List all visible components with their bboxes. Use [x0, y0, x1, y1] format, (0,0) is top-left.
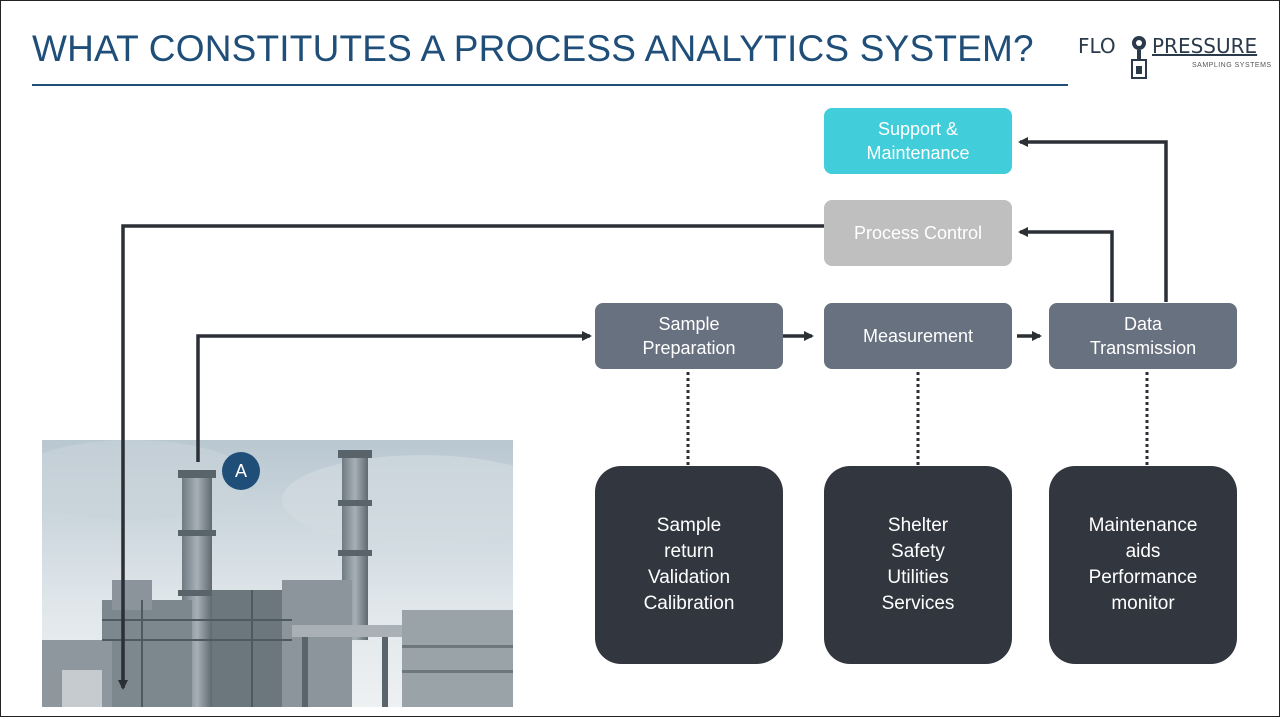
maintenance-details-box: Maintenance aids Performance monitor [1049, 466, 1237, 664]
control-return-arrow [118, 224, 824, 690]
data-transmission-box: Data Transmission [1049, 303, 1237, 369]
title-underline [32, 84, 1068, 86]
gauge-icon [1131, 36, 1147, 79]
point-a-marker: A [222, 452, 260, 490]
measurement-box: Measurement [824, 303, 1012, 369]
logo-subtitle: SAMPLING SYSTEMS [1192, 62, 1272, 69]
shelter-details-box: Shelter Safety Utilities Services [824, 466, 1012, 664]
support-maintenance-box: Support & Maintenance [824, 108, 1012, 174]
transmission-to-support-arrow [1018, 137, 1168, 302]
process-control-box: Process Control [824, 200, 1012, 266]
refinery-photo [42, 440, 513, 707]
transmission-to-control-arrow [1018, 227, 1114, 302]
company-logo: FLO PRESSURE SAMPLING SYSTEMS [1078, 30, 1271, 86]
sample-feed-arrow [196, 331, 592, 462]
sample-preparation-box: Sample Preparation [595, 303, 783, 369]
sample-details-box: Sample return Validation Calibration [595, 466, 783, 664]
logo-text-right: PRESSURE [1152, 34, 1258, 58]
slide-title: WHAT CONSTITUTES A PROCESS ANALYTICS SYS… [32, 28, 1034, 69]
logo-text-left: FLO [1078, 34, 1116, 58]
